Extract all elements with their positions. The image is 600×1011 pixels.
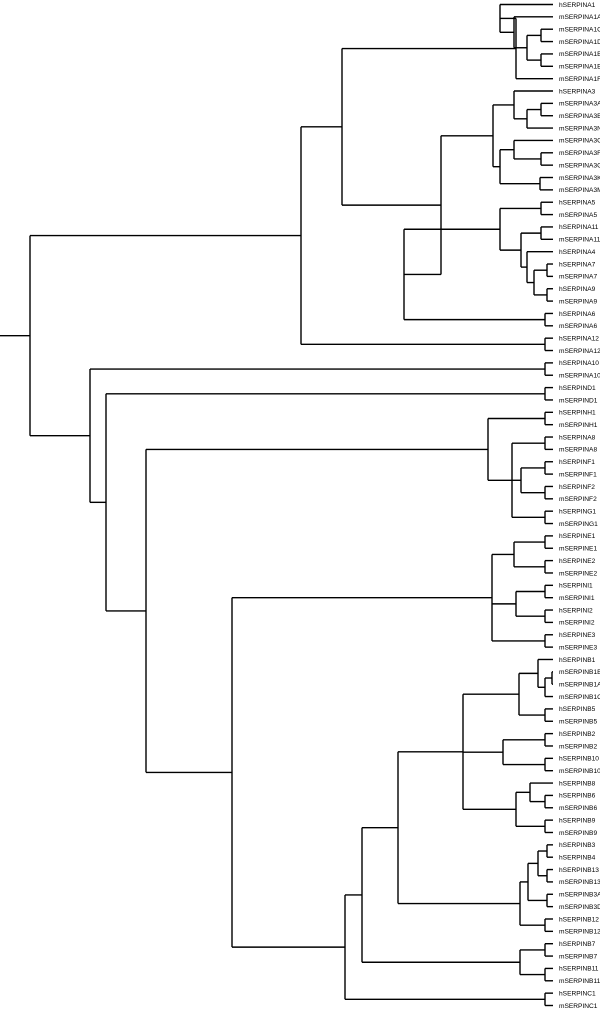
leaf-label: mSERPINA3B xyxy=(559,113,600,120)
leaf-label: mSERPINB9 xyxy=(559,830,597,837)
leaf-label: mSERPINB7 xyxy=(559,953,597,960)
leaf-label: mSERPINB1B xyxy=(559,669,600,676)
leaf-label: hSERPINA6 xyxy=(559,311,596,318)
leaf-label: hSERPINB3 xyxy=(559,842,596,849)
leaf-label: mSERPINA6 xyxy=(559,323,597,330)
leaf-label: hSERPINA4 xyxy=(559,249,596,256)
leaf-label: mSERPINB10 xyxy=(559,768,600,775)
leaf-label: mSERPINB5 xyxy=(559,719,597,726)
leaf-label: mSERPINB3A xyxy=(559,892,600,899)
leaf-label: mSERPINE3 xyxy=(559,644,597,651)
leaf-label: mSERPINH1 xyxy=(559,422,598,429)
leaf-label: hSERPINB10 xyxy=(559,756,599,763)
leaf-label: hSERPINB6 xyxy=(559,793,596,800)
leaf-label: hSERPINA11 xyxy=(559,224,599,231)
leaf-label: hSERPINA12 xyxy=(559,335,599,342)
leaf-label: mSERPINB13 xyxy=(559,879,600,886)
leaf-label: mSERPINA3F xyxy=(559,150,600,157)
leaf-label: hSERPINC1 xyxy=(559,990,596,997)
leaf-label: hSERPINB4 xyxy=(559,855,596,862)
leaf-label: mSERPINE2 xyxy=(559,570,597,577)
leaf-label: mSERPINA7 xyxy=(559,274,597,281)
leaf-label: hSERPIND1 xyxy=(559,385,596,392)
leaf-label: hSERPINB1 xyxy=(559,657,596,664)
leaf-label: mSERPINA11 xyxy=(559,237,600,244)
leaf-label: mSERPINA1B xyxy=(559,51,600,58)
leaf-label: hSERPINB2 xyxy=(559,731,596,738)
leaf-label: hSERPINA9 xyxy=(559,286,596,293)
leaf-label: hSERPINA3 xyxy=(559,88,596,95)
leaf-label: mSERPINF1 xyxy=(559,471,597,478)
leaf-label: mSERPINF2 xyxy=(559,496,597,503)
leaf-label: mSERPINA3M xyxy=(559,187,600,194)
leaf-label: mSERPING1 xyxy=(559,521,598,528)
leaf-label: hSERPINA10 xyxy=(559,360,599,367)
leaf-label: mSERPIND1 xyxy=(559,397,598,404)
leaf-label: hSERPINB12 xyxy=(559,916,599,923)
leaf-labels: hSERPINA1 mSERPINA1A mSERPINA1C mSERPINA1D m… xyxy=(559,2,600,1010)
tree-branches xyxy=(0,3,553,1007)
leaf-label: mSERPINA3N xyxy=(559,125,600,132)
leaf-label: mSERPINC1 xyxy=(559,1003,598,1010)
leaf-label: mSERPINA8 xyxy=(559,447,597,454)
leaf-label: mSERPINA5 xyxy=(559,212,597,219)
leaf-label: mSERPINA3K xyxy=(559,175,600,182)
leaf-label: hSERPINF1 xyxy=(559,459,595,466)
leaf-label: hSERPINE1 xyxy=(559,533,596,540)
leaf-label: hSERPINI2 xyxy=(559,607,593,614)
leaf-label: hSERPINE3 xyxy=(559,632,596,639)
leaf-label: hSERPINI1 xyxy=(559,583,593,590)
leaf-label: mSERPINA1E xyxy=(559,64,600,71)
leaf-label: mSERPINB2 xyxy=(559,743,597,750)
leaf-label: mSERPINA12 xyxy=(559,348,600,355)
leaf-label: mSERPINB12 xyxy=(559,929,600,936)
leaf-label: hSERPING1 xyxy=(559,508,596,515)
leaf-label: hSERPINH1 xyxy=(559,410,596,417)
leaf-label: hSERPINA5 xyxy=(559,200,596,207)
leaf-label: hSERPINB11 xyxy=(559,966,599,973)
leaf-label: hSERPINB5 xyxy=(559,706,596,713)
leaf-label: hSERPINB13 xyxy=(559,867,599,874)
leaf-label: mSERPINB6 xyxy=(559,805,597,812)
leaf-label: mSERPINA10 xyxy=(559,373,600,380)
leaf-label: hSERPINB8 xyxy=(559,780,596,787)
leaf-label: mSERPINA3G xyxy=(559,162,600,169)
leaf-label: mSERPINB11 xyxy=(559,978,600,985)
leaf-label: mSERPINA1F xyxy=(559,76,600,83)
leaf-label: hSERPINF2 xyxy=(559,484,595,491)
leaf-label: mSERPINE1 xyxy=(559,546,597,553)
leaf-label: mSERPINA1C xyxy=(559,27,600,34)
leaf-label: hSERPINA8 xyxy=(559,434,596,441)
leaf-label: mSERPINA3A xyxy=(559,101,600,108)
leaf-label: mSERPINB1A xyxy=(559,681,600,688)
leaf-label: mSERPINA9 xyxy=(559,298,597,305)
leaf-label: hSERPINA7 xyxy=(559,261,596,268)
leaf-label: mSERPINI2 xyxy=(559,620,595,627)
leaf-label: hSERPINA1 xyxy=(559,2,596,9)
leaf-label: mSERPINB3D xyxy=(559,904,600,911)
leaf-label: mSERPINA3C xyxy=(559,138,600,145)
leaf-label: hSERPINB9 xyxy=(559,817,596,824)
leaf-label: hSERPINE2 xyxy=(559,558,596,565)
leaf-label: mSERPINB1C xyxy=(559,694,600,701)
leaf-label: hSERPINB7 xyxy=(559,941,596,948)
leaf-label: mSERPINA1D xyxy=(559,39,600,46)
leaf-label: mSERPINI1 xyxy=(559,595,595,602)
leaf-label: mSERPINA1A xyxy=(559,14,600,21)
